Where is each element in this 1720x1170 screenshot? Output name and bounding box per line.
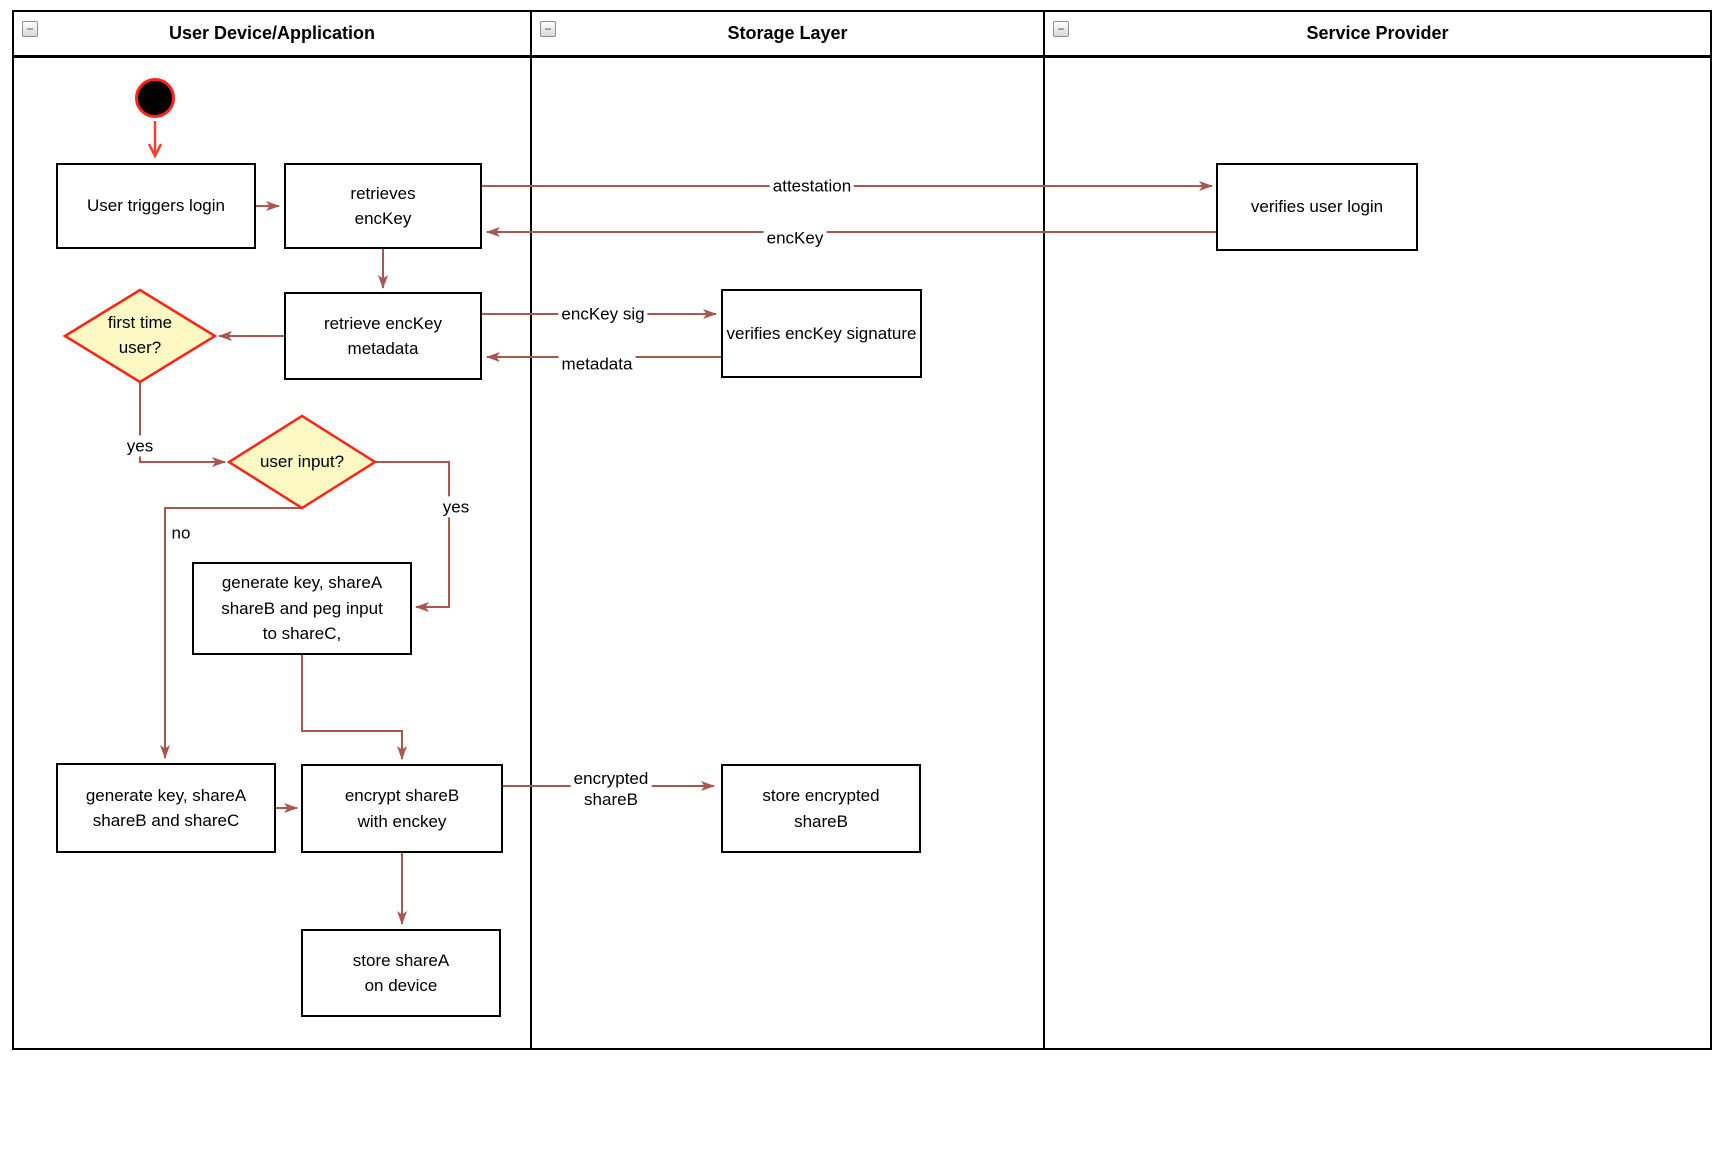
node-generate-key-sharec[interactable]: generate key, shareA shareB and shareC xyxy=(56,763,276,853)
edge-label-encrypted-shareb: encrypted shareB xyxy=(570,767,652,811)
lane-service-provider: − Service Provider xyxy=(1045,12,1710,1048)
lane-title-user-device: User Device/Application xyxy=(168,23,376,43)
node-store-encrypted-shareb[interactable]: store encrypted shareB xyxy=(721,764,921,853)
node-user-triggers-login[interactable]: User triggers login xyxy=(56,163,256,249)
collapse-icon[interactable]: − xyxy=(540,21,556,37)
node-retrieves-enckey[interactable]: retrieves encKey xyxy=(284,163,482,249)
lane-user-device: − User Device/Application xyxy=(14,12,532,1048)
edge-label-enckey: encKey xyxy=(763,227,827,249)
decision-label-first-time-user: first time user? xyxy=(107,313,173,357)
collapse-icon[interactable]: − xyxy=(1053,21,1069,37)
node-verifies-user-login[interactable]: verifies user login xyxy=(1216,163,1418,251)
decision-label-user-input: user input? xyxy=(259,451,345,471)
swimlane-pool: − User Device/Application − Storage Laye… xyxy=(12,10,1712,1050)
edge-label-no-user-input: no xyxy=(168,522,194,544)
initial-node[interactable] xyxy=(135,78,175,118)
lane-header-storage-layer[interactable]: − Storage Layer xyxy=(532,12,1043,58)
lane-storage-layer: − Storage Layer xyxy=(532,12,1045,1048)
lane-header-service-provider[interactable]: − Service Provider xyxy=(1045,12,1710,58)
node-retrieve-enckey-metadata[interactable]: retrieve encKey metadata xyxy=(284,292,482,380)
collapse-icon[interactable]: − xyxy=(22,21,38,37)
lane-title-service-provider: Service Provider xyxy=(1306,23,1449,43)
edge-label-yes-user-input: yes xyxy=(439,496,473,518)
node-encrypt-shareb[interactable]: encrypt shareB with enckey xyxy=(301,764,503,853)
lane-title-storage-layer: Storage Layer xyxy=(727,23,848,43)
node-generate-key-peg-input[interactable]: generate key, shareA shareB and peg inpu… xyxy=(192,562,412,655)
lane-header-user-device[interactable]: − User Device/Application xyxy=(14,12,530,58)
node-store-sharea[interactable]: store shareA on device xyxy=(301,929,501,1017)
node-verifies-enckey-signature[interactable]: verifies encKey signature xyxy=(721,289,922,378)
edge-label-enckey-sig: encKey sig xyxy=(558,303,648,325)
edge-label-yes-first-time: yes xyxy=(123,435,157,457)
edge-label-metadata: metadata xyxy=(558,353,636,375)
edge-label-attestation: attestation xyxy=(769,175,855,197)
